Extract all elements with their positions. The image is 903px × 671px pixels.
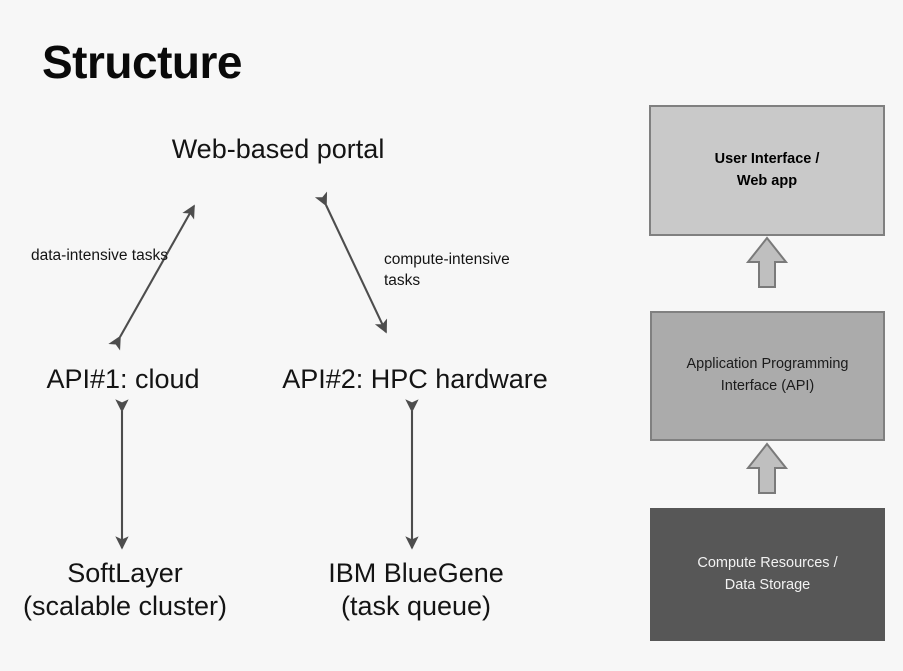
stack-box-user-interface: User Interface / Web app <box>649 105 885 236</box>
stack-box-user-interface-text: User Interface / Web app <box>715 149 820 191</box>
block-arrow-api-to-compute <box>745 442 789 494</box>
node-bluegene: IBM BlueGene (task queue) <box>248 557 584 623</box>
edge-label-compute-intensive-text: compute-intensive <box>384 251 510 268</box>
node-web-portal: Web-based portal <box>0 133 556 166</box>
stack-box-compute-resources: Compute Resources / Data Storage <box>650 508 885 641</box>
node-web-portal-label: Web-based portal <box>171 134 385 164</box>
node-api2-label: API#2: HPC hardware <box>282 364 548 394</box>
node-softlayer-sublabel: (scalable cluster) <box>22 590 228 621</box>
edge-label-data-intensive: data-intensive tasks <box>31 246 168 267</box>
arrow-api1-to-portal <box>108 204 195 351</box>
node-api1-label: API#1: cloud <box>46 364 200 394</box>
block-arrow-ui-to-api <box>745 236 789 288</box>
stack-box-api-line1: Application Programming <box>686 356 849 373</box>
page-title: Structure <box>42 36 242 88</box>
stack-box-user-interface-line1: User Interface / <box>714 151 820 168</box>
stack-box-compute-resources-text: Compute Resources / Data Storage <box>697 553 837 597</box>
edge-label-compute-intensive-text2: tasks <box>384 271 421 289</box>
node-api1: API#1: cloud <box>0 363 246 396</box>
stack-box-api-line2: Interface (API) <box>720 378 815 394</box>
node-bluegene-sublabel: (task queue) <box>340 590 492 621</box>
edge-label-data-intensive-text: data-intensive tasks <box>31 247 168 264</box>
node-api2: API#2: HPC hardware <box>240 363 590 396</box>
stack-box-compute-resources-line2: Data Storage <box>724 576 811 593</box>
stack-box-api: Application Programming Interface (API) <box>650 311 885 441</box>
stack-box-api-text: Application Programming Interface (API) <box>687 354 849 398</box>
stack-box-user-interface-line2: Web app <box>736 172 798 189</box>
stack-box-compute-resources-line1: Compute Resources / <box>697 554 838 571</box>
node-bluegene-label: IBM BlueGene <box>328 558 504 588</box>
edge-label-compute-intensive: compute-intensive tasks <box>384 250 544 292</box>
node-softlayer: SoftLayer (scalable cluster) <box>0 557 250 623</box>
node-softlayer-label: SoftLayer <box>67 558 183 588</box>
arrow-portal-to-api2 <box>314 191 388 334</box>
